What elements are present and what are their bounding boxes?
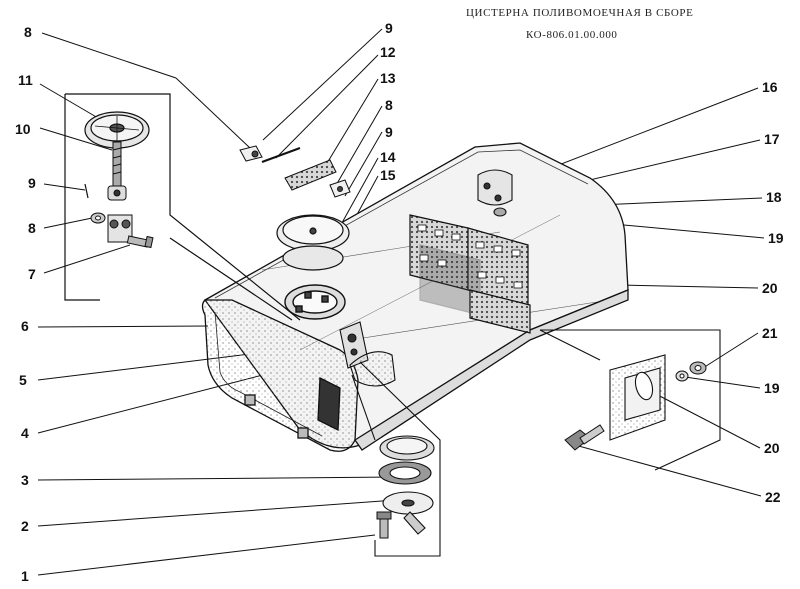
callout-12: 12 [380,44,396,60]
mounting-bracket [609,354,666,441]
drawing-number: КО-806.01.00.000 [526,29,618,41]
handwheel [84,111,150,149]
callout-13: 13 [380,70,396,86]
callout-5: 5 [19,372,27,388]
bracket-fork [107,214,133,243]
side-panels [409,214,531,334]
callout-19: 19 [764,380,780,396]
callout-7: 7 [28,266,36,282]
drain-inset [351,361,441,557]
callout-20: 20 [764,440,780,456]
callout-20: 20 [762,280,778,296]
callout-21: 21 [762,325,778,341]
bracket-inset [539,329,721,471]
callout-10: 10 [15,121,31,137]
callout-16: 16 [762,79,778,95]
callout-11: 11 [18,72,33,88]
drain-flange [382,491,434,535]
screw-spindle [107,141,127,201]
top-fitting [477,169,513,217]
callout-22: 22 [765,489,781,505]
hinge-parts [239,145,351,198]
pin-7 [126,235,154,249]
callout-8: 8 [28,220,36,236]
callout-4: 4 [21,425,29,441]
callout-18: 18 [766,189,782,205]
callout-3: 3 [21,472,29,488]
washer-8 [90,212,106,224]
manhole-lid [276,214,350,271]
callout-19: 19 [768,230,784,246]
callout-6: 6 [21,318,29,334]
washer-19 [675,370,689,382]
callout-1: 1 [21,568,29,584]
cotter-pin [84,183,89,199]
hatch-ring [284,284,346,320]
callout-9: 9 [385,124,393,140]
drain-cover [379,435,435,461]
callout-2: 2 [21,518,29,534]
nut-21 [689,361,707,375]
callout-9: 9 [28,175,36,191]
diagram-title: ЦИСТЕРНА ПОЛИВОМОЕЧНАЯ В СБОРЕ [466,7,694,19]
callout-14: 14 [380,149,396,165]
bolt-22 [564,424,605,451]
drain-bolt [376,511,392,539]
drain-gasket [378,461,432,485]
tank-body [201,142,629,452]
valve-inset [64,93,301,321]
leader-lines [37,28,765,576]
callout-8: 8 [24,24,32,40]
filler-neck [339,321,396,387]
callout-15: 15 [380,167,396,183]
callout-17: 17 [764,131,780,147]
callout-9: 9 [385,20,393,36]
callout-8: 8 [385,97,393,113]
